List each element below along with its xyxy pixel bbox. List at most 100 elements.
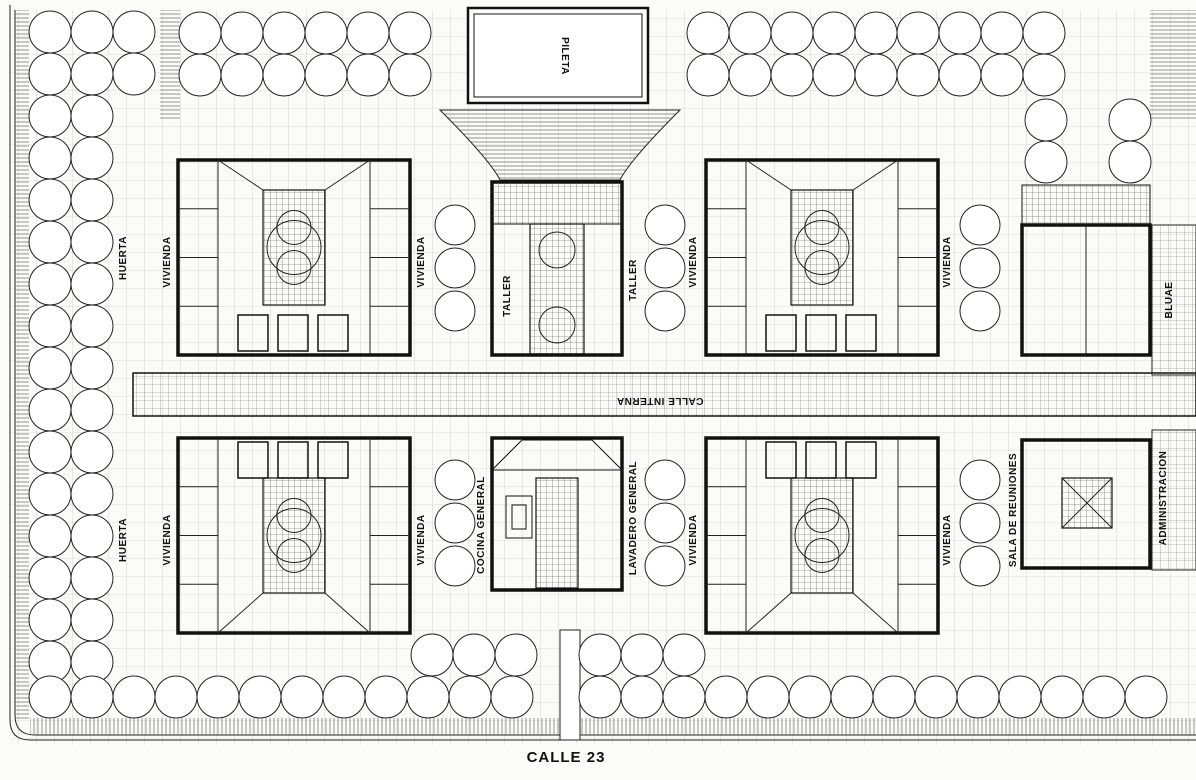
- tree: [70, 94, 114, 138]
- tree: [830, 675, 874, 719]
- tree: [28, 304, 72, 348]
- tree: [70, 388, 114, 432]
- vivienda-block: [704, 436, 940, 635]
- tree: [70, 675, 114, 719]
- tree: [448, 675, 492, 719]
- tree: [70, 136, 114, 180]
- tree: [196, 675, 240, 719]
- tree: [322, 675, 366, 719]
- tree: [728, 11, 772, 55]
- tree: [346, 11, 390, 55]
- vivienda-block: [176, 158, 412, 357]
- label-taller-2: TALLER: [628, 259, 639, 301]
- tree: [998, 675, 1042, 719]
- label-vivienda-3: VIVIENDA: [162, 514, 173, 565]
- tree: [578, 675, 622, 719]
- tree: [410, 633, 454, 677]
- tree: [28, 514, 72, 558]
- cocina-lavadero-block: [490, 436, 624, 592]
- label-small-block: BLUAE: [1164, 282, 1175, 319]
- south-hatch-west: [30, 718, 560, 735]
- label-administracion: ADMINISTRACION: [1158, 451, 1169, 546]
- tree: [70, 304, 114, 348]
- tree: [959, 459, 1001, 501]
- tree: [70, 598, 114, 642]
- tree: [938, 11, 982, 55]
- tree: [872, 675, 916, 719]
- tree: [1108, 98, 1152, 142]
- tree: [238, 675, 282, 719]
- north-east-hatch: [1150, 10, 1196, 120]
- tree: [812, 11, 856, 55]
- tree: [178, 11, 222, 55]
- tree: [1124, 675, 1168, 719]
- site-boundary: [9, 5, 1196, 741]
- label-vivienda-4: VIVIENDA: [416, 514, 427, 565]
- tree: [620, 633, 664, 677]
- tree: [644, 290, 686, 332]
- tree: [70, 178, 114, 222]
- tree: [154, 675, 198, 719]
- tree: [1022, 53, 1066, 97]
- tree: [1082, 675, 1126, 719]
- label-vivienda-7: VIVIENDA: [688, 514, 699, 565]
- tree: [896, 11, 940, 55]
- tree: [1024, 98, 1068, 142]
- tree: [644, 545, 686, 587]
- tree: [644, 247, 686, 289]
- tree: [644, 502, 686, 544]
- tree: [28, 675, 72, 719]
- label-calle-23: CALLE 23: [527, 749, 606, 766]
- tree: [364, 675, 408, 719]
- label-huerta-1: HUERTA: [118, 236, 129, 280]
- tree: [262, 53, 306, 97]
- tree: [578, 633, 622, 677]
- tree: [620, 675, 664, 719]
- tree: [28, 136, 72, 180]
- tree: [746, 675, 790, 719]
- label-sala-de-reuniones: SALA DE REUNIONES: [1008, 453, 1019, 567]
- tree: [662, 633, 706, 677]
- tree: [494, 633, 538, 677]
- tree: [490, 675, 534, 719]
- tree: [662, 675, 706, 719]
- buildings: [176, 158, 940, 635]
- tree: [28, 472, 72, 516]
- tree: [980, 11, 1024, 55]
- tree: [959, 502, 1001, 544]
- tree: [959, 204, 1001, 246]
- tree: [112, 10, 156, 54]
- calle-interna: [132, 372, 1196, 417]
- north-hatch: [160, 10, 180, 120]
- sala-reuniones-block: [1020, 429, 1196, 571]
- tree: [728, 53, 772, 97]
- tree: [28, 556, 72, 600]
- tree: [1024, 140, 1068, 184]
- tree: [434, 459, 476, 501]
- tree: [812, 53, 856, 97]
- tree: [770, 11, 814, 55]
- tree: [346, 53, 390, 97]
- tree: [388, 53, 432, 97]
- tree: [262, 11, 306, 55]
- tree: [959, 247, 1001, 289]
- tree: [644, 459, 686, 501]
- tree: [959, 290, 1001, 332]
- tree: [914, 675, 958, 719]
- tree: [980, 53, 1024, 97]
- tree: [896, 53, 940, 97]
- tree: [1040, 675, 1084, 719]
- tree: [28, 388, 72, 432]
- tree: [70, 10, 114, 54]
- label-cocina-general: COCINA GENERAL: [476, 476, 487, 574]
- tree: [70, 346, 114, 390]
- tree: [434, 290, 476, 332]
- vivienda-block: [176, 436, 412, 635]
- label-pileta: PILETA: [559, 37, 570, 75]
- tree: [28, 262, 72, 306]
- taller-block: [490, 180, 624, 357]
- tree: [304, 53, 348, 97]
- tree: [1022, 11, 1066, 55]
